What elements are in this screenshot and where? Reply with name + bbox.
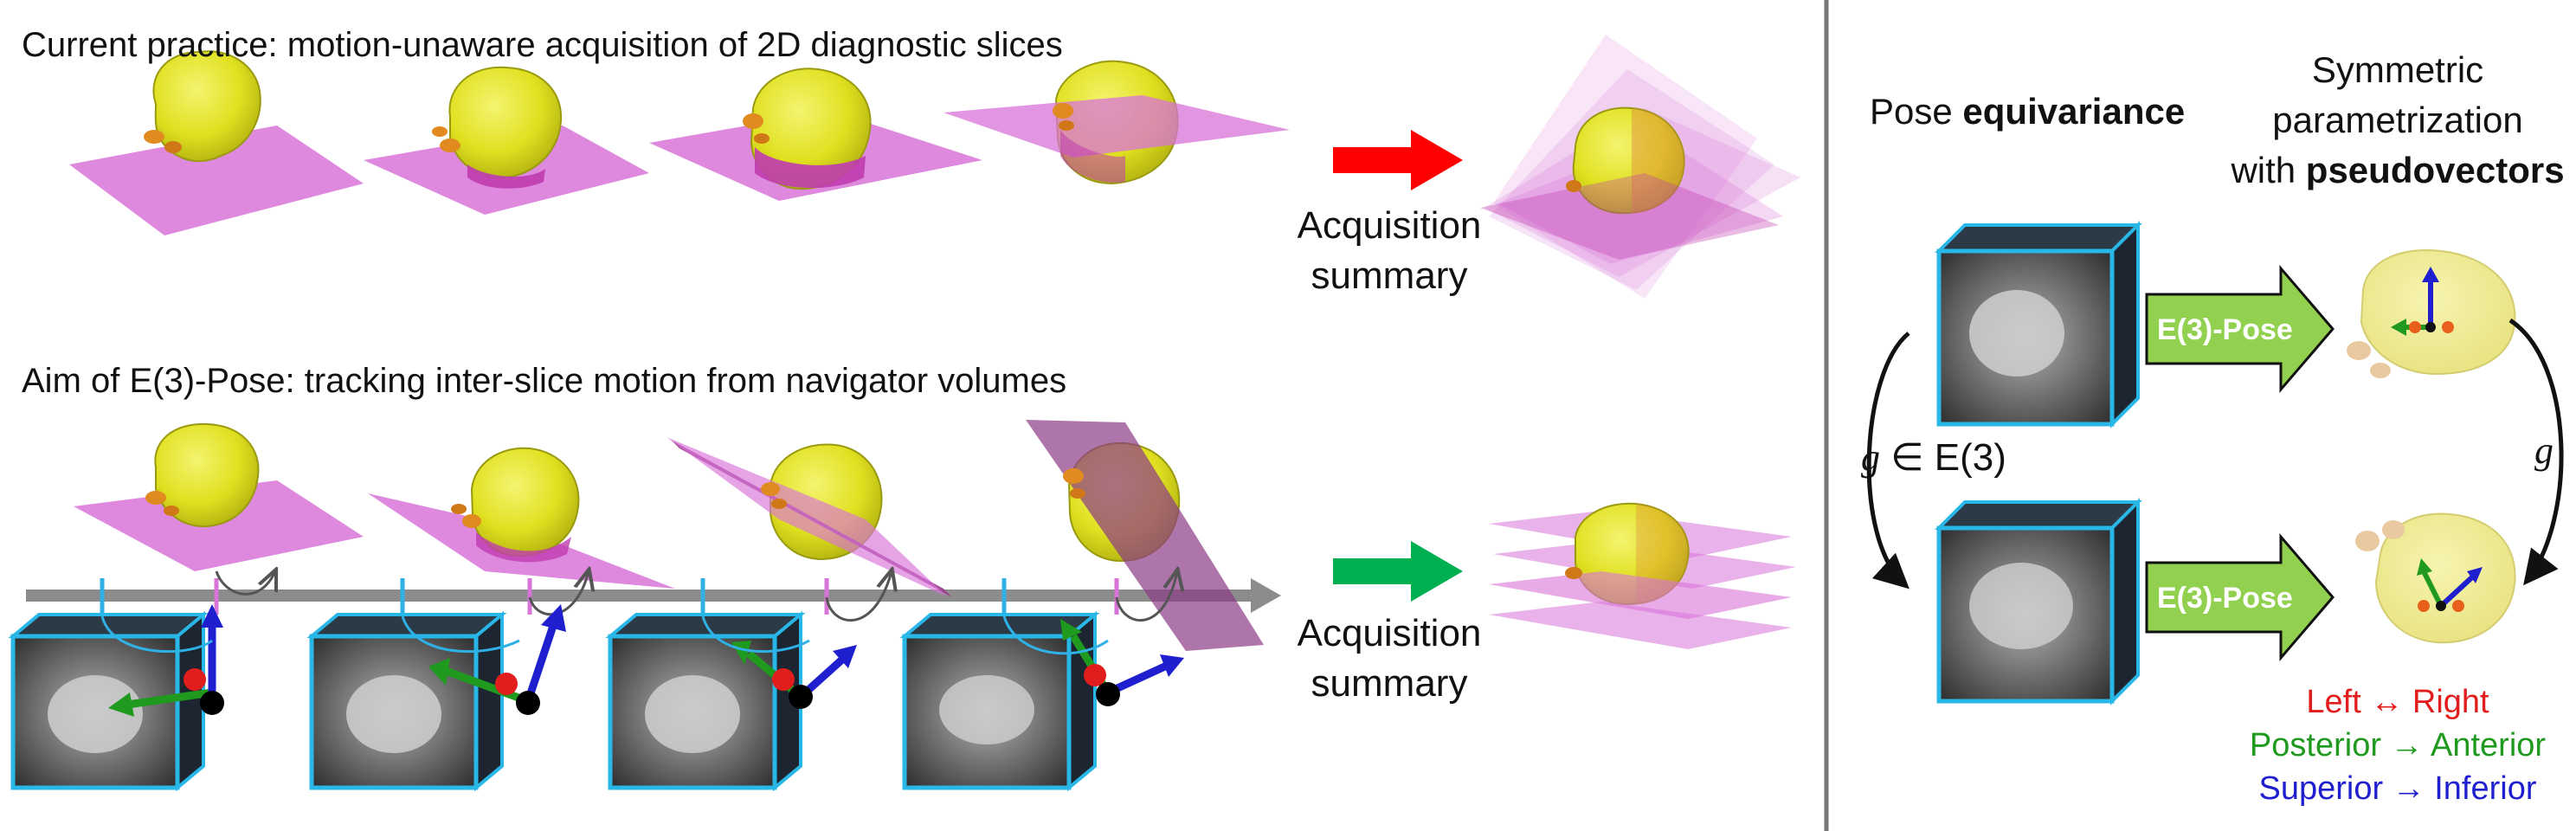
pose-equivariance-title: Pose equivariance <box>1870 91 2185 132</box>
g-symbol-left: g <box>1861 436 1880 479</box>
symmetric-parametrization-title: Symmetric parametrization with pseudovec… <box>2225 45 2571 196</box>
legend-superior-inferior: Superior → Inferior <box>2258 770 2537 807</box>
sym-line1: Symmetric <box>2311 49 2484 90</box>
brain-icon <box>1572 106 1685 215</box>
top-row-slice-1 <box>69 50 364 235</box>
top-row-slice-4 <box>943 60 1290 185</box>
g-symbol-right: g <box>2534 429 2553 472</box>
brain-icon <box>470 447 580 557</box>
g-curve-left <box>1866 332 1910 589</box>
g-membership: ∈ E(3) <box>1880 436 2006 479</box>
top-summary-stack <box>1480 35 1800 299</box>
pose-emph: equivariance <box>1962 91 2186 132</box>
pose-cube-bottom <box>1935 498 2142 705</box>
top-summary-line2: summary <box>1311 254 1468 297</box>
brain-icon <box>2374 512 2516 644</box>
bottom-summary-stack <box>1489 502 1796 649</box>
top-summary-caption: Acquisition summary <box>1277 201 1502 301</box>
bottom-summary-line2: summary <box>1311 662 1468 705</box>
red-arrow <box>1333 130 1463 190</box>
ghost-brain-bottom <box>2355 512 2516 644</box>
bottom-row-slice-3 <box>667 437 952 622</box>
ghost-brain-top <box>2347 249 2516 378</box>
sym-line3: with pseudovectors <box>2225 145 2571 196</box>
pose-cube-top <box>1935 221 2142 428</box>
bottom-summary-line1: Acquisition <box>1297 612 1482 654</box>
sym-line2: parametrization <box>2272 100 2523 140</box>
e3pose-arrow-bottom <box>2145 532 2334 662</box>
navigator-cube-3 <box>605 610 857 792</box>
brain-icon <box>154 422 260 528</box>
navigator-cube-1 <box>8 604 224 792</box>
sym-line3-emph: pseudovectors <box>2305 150 2565 190</box>
navigator-cube-4 <box>899 610 1184 792</box>
top-summary-line1: Acquisition <box>1297 204 1482 247</box>
brain-icon <box>2360 249 2516 376</box>
top-row-slice-3 <box>649 68 982 201</box>
legend-left-right: Left ↔ Right <box>2306 684 2489 720</box>
legend: Left ↔ Right Posterior → Anterior Superi… <box>2242 680 2553 810</box>
pose-prefix: Pose <box>1870 91 1963 132</box>
e3pose-label-bottom: E(3)-Pose <box>2157 582 2293 615</box>
legend-posterior-anterior: Posterior → Anterior <box>2249 727 2547 763</box>
sym-line3-prefix: with <box>2231 150 2306 190</box>
bottom-row-slice-4 <box>1026 420 1264 651</box>
green-arrow <box>1333 541 1463 602</box>
top-row-heading: Current practice: motion-unaware acquisi… <box>22 26 1063 64</box>
e3pose-arrow-top <box>2145 264 2334 394</box>
bottom-row-slice-2 <box>368 447 675 616</box>
bottom-row-heading: Aim of E(3)-Pose: tracking inter-slice m… <box>22 362 1067 400</box>
g-curve-right <box>2508 318 2564 586</box>
top-row-slice-2 <box>364 66 649 215</box>
g-in-e3-label: g ∈ E(3) <box>1861 435 2006 480</box>
navigator-cube-2 <box>306 604 566 792</box>
bottom-summary-caption: Acquisition summary <box>1277 609 1502 709</box>
bottom-row-slice-1 <box>74 422 364 596</box>
e3pose-label-top: E(3)-Pose <box>2157 313 2293 346</box>
